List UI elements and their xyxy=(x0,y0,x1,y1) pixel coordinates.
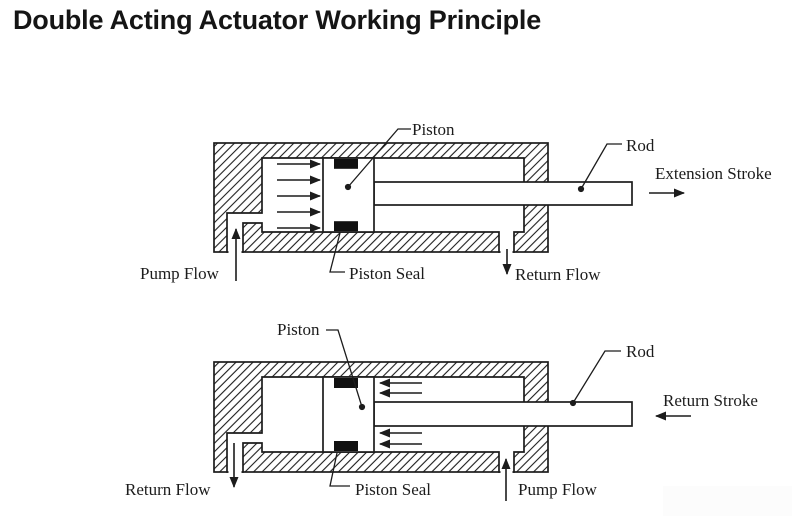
piston-leader-line xyxy=(347,128,411,188)
rod-label: Rod xyxy=(626,342,655,361)
piston-seal-top xyxy=(334,158,358,169)
pump-flow-label: Pump Flow xyxy=(518,480,598,499)
piston-rod xyxy=(373,401,633,427)
return-flow-label: Return Flow xyxy=(125,480,211,499)
return-stroke-diagram: Piston Rod Return Stroke Piston Seal Ret… xyxy=(125,320,758,501)
return-flow-label: Return Flow xyxy=(515,265,601,284)
pump-flow-arrows xyxy=(379,378,422,449)
piston-seal-label: Piston Seal xyxy=(349,264,425,283)
piston-seal-leader-line xyxy=(329,232,345,273)
rod-leader-line xyxy=(580,143,622,190)
pump-flow-arrows xyxy=(277,159,321,233)
leader-dot xyxy=(577,185,585,193)
piston-seal-leader-line xyxy=(329,452,350,487)
rod-label: Rod xyxy=(626,136,655,155)
page-title: Double Acting Actuator Working Principle xyxy=(13,5,542,35)
stroke-direction-label: Return Stroke xyxy=(663,391,758,410)
piston-label: Piston xyxy=(412,120,455,139)
leader-dot xyxy=(569,399,577,407)
piston xyxy=(322,376,375,453)
piston-seal-top xyxy=(334,378,358,388)
extension-stroke-diagram: Piston Rod Extension Stroke Piston Seal … xyxy=(140,120,772,284)
piston-seal-label: Piston Seal xyxy=(355,480,431,499)
piston-leader-line xyxy=(326,329,363,408)
faint-watermark-area xyxy=(663,486,792,516)
stroke-direction-label: Extension Stroke xyxy=(655,164,772,183)
piston-seal-bottom xyxy=(334,441,358,451)
rod-leader-line xyxy=(572,350,621,404)
piston-rod xyxy=(373,181,633,206)
leader-dot xyxy=(344,183,352,191)
piston-seal-bottom xyxy=(334,221,358,232)
piston xyxy=(322,157,375,233)
leader-dot xyxy=(358,403,366,411)
pump-flow-label: Pump Flow xyxy=(140,264,220,283)
piston-label: Piston xyxy=(277,320,320,339)
